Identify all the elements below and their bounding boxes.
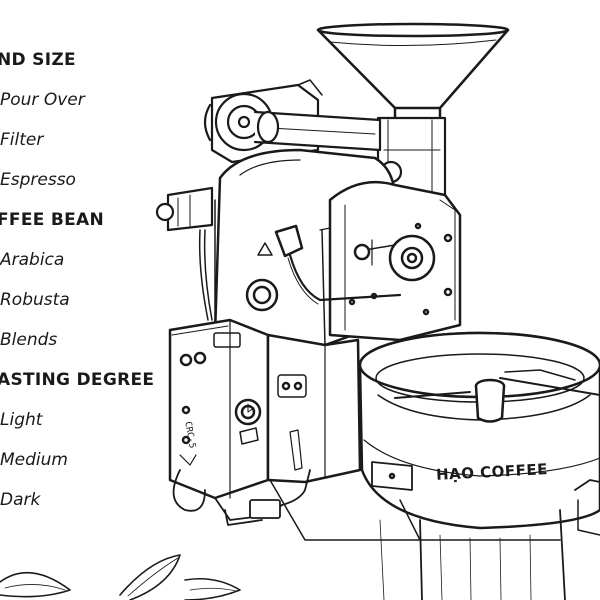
menu-item-espresso[interactable]: Espresso bbox=[0, 170, 76, 190]
control-panel bbox=[168, 318, 301, 500]
menu-heading-grind-size: ND SIZE bbox=[0, 50, 76, 70]
brand-label: HẠO COFFEE bbox=[435, 460, 549, 484]
menu-section-roasting-degree: ASTING DEGREE Light Medium Dark bbox=[0, 360, 170, 520]
menu-item-filter[interactable]: Filter bbox=[0, 130, 44, 150]
menu-item-pour-over[interactable]: Pour Over bbox=[0, 90, 85, 110]
menu-heading-coffee-bean: FFEE BEAN bbox=[0, 210, 105, 230]
menu-item-robusta[interactable]: Robusta bbox=[0, 290, 70, 310]
menu-section-coffee-bean: FFEE BEAN Arabica Robusta Blends bbox=[0, 200, 170, 360]
menu-heading-roasting-degree: ASTING DEGREE bbox=[0, 370, 155, 390]
menu-section-grind-size: ND SIZE Pour Over Filter Espresso bbox=[0, 40, 170, 200]
menu-item-blends[interactable]: Blends bbox=[0, 330, 58, 350]
menu-item-light[interactable]: Light bbox=[0, 410, 43, 430]
base-cabinet bbox=[266, 333, 561, 541]
cables bbox=[172, 454, 311, 526]
menu-item-dark[interactable]: Dark bbox=[0, 490, 41, 510]
filter-menu: ND SIZE Pour Over Filter Espresso FFEE B… bbox=[0, 40, 170, 520]
menu-item-arabica[interactable]: Arabica bbox=[0, 250, 65, 270]
exhaust-motor bbox=[203, 79, 382, 164]
coffee-leaves bbox=[0, 554, 241, 600]
panel-model-label: CRC-5 bbox=[182, 420, 197, 450]
drum-housing bbox=[213, 148, 462, 347]
menu-item-medium[interactable]: Medium bbox=[0, 450, 68, 470]
hopper-funnel bbox=[316, 22, 510, 124]
hopper-neck bbox=[376, 116, 447, 212]
